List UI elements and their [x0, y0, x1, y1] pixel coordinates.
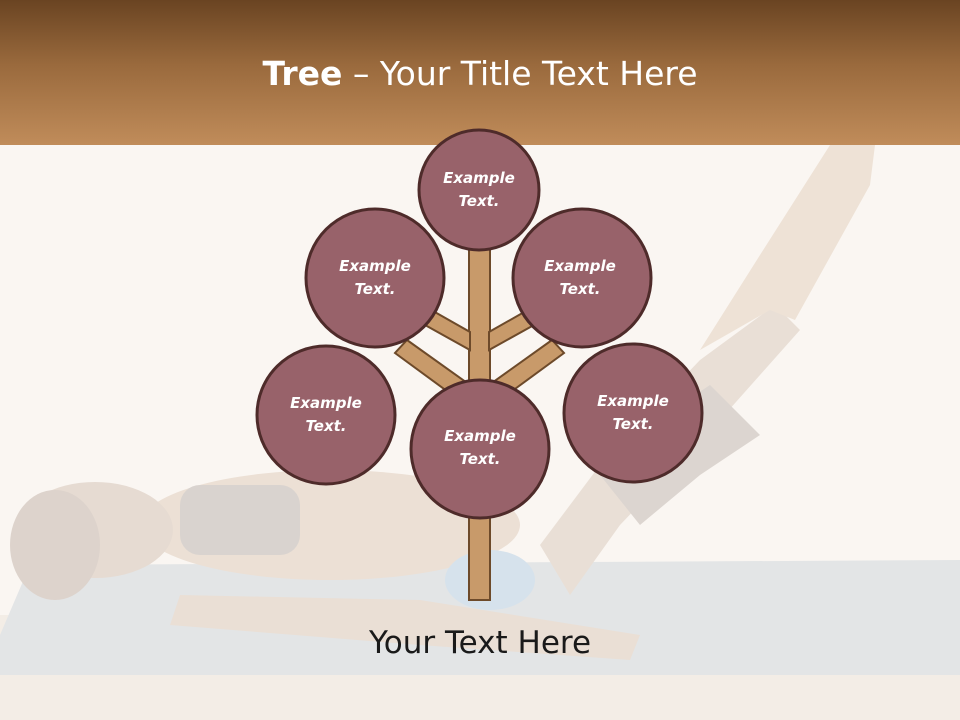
- node-label-lower-right: Example Text.: [578, 390, 688, 436]
- node-label-line2: Text.: [459, 450, 501, 468]
- node-label-top: Example Text.: [424, 167, 534, 213]
- node-label-line2: Text.: [458, 192, 500, 210]
- node-label-line1: Example: [597, 392, 669, 410]
- node-label-line2: Text.: [354, 280, 396, 298]
- node-circle-upper-right[interactable]: [511, 207, 653, 349]
- slide-title[interactable]: Tree – Your Title Text Here: [0, 52, 960, 96]
- node-circle-top[interactable]: [417, 128, 541, 252]
- node-label-line2: Text.: [559, 280, 601, 298]
- node-label-center: Example Text.: [425, 425, 535, 471]
- node-label-line1: Example: [444, 427, 516, 445]
- title-banner: [0, 0, 960, 145]
- node-label-line2: Text.: [305, 417, 347, 435]
- node-label-upper-left: Example Text.: [320, 255, 430, 301]
- title-rest: – Your Title Text Here: [342, 54, 698, 93]
- node-label-upper-right: Example Text.: [525, 255, 635, 301]
- title-bold-word: Tree: [262, 54, 343, 93]
- node-circle-lower-right[interactable]: [562, 342, 704, 484]
- node-label-line1: Example: [443, 169, 515, 187]
- node-label-lower-left: Example Text.: [271, 392, 381, 438]
- node-label-line2: Text.: [612, 415, 654, 433]
- node-circle-lower-left[interactable]: [255, 344, 397, 486]
- node-label-line1: Example: [290, 394, 362, 412]
- node-label-line1: Example: [544, 257, 616, 275]
- footer-text[interactable]: Your Text Here: [368, 625, 592, 661]
- node-circle-center[interactable]: [409, 378, 551, 520]
- node-circle-upper-left[interactable]: [304, 207, 446, 349]
- node-label-line1: Example: [339, 257, 411, 275]
